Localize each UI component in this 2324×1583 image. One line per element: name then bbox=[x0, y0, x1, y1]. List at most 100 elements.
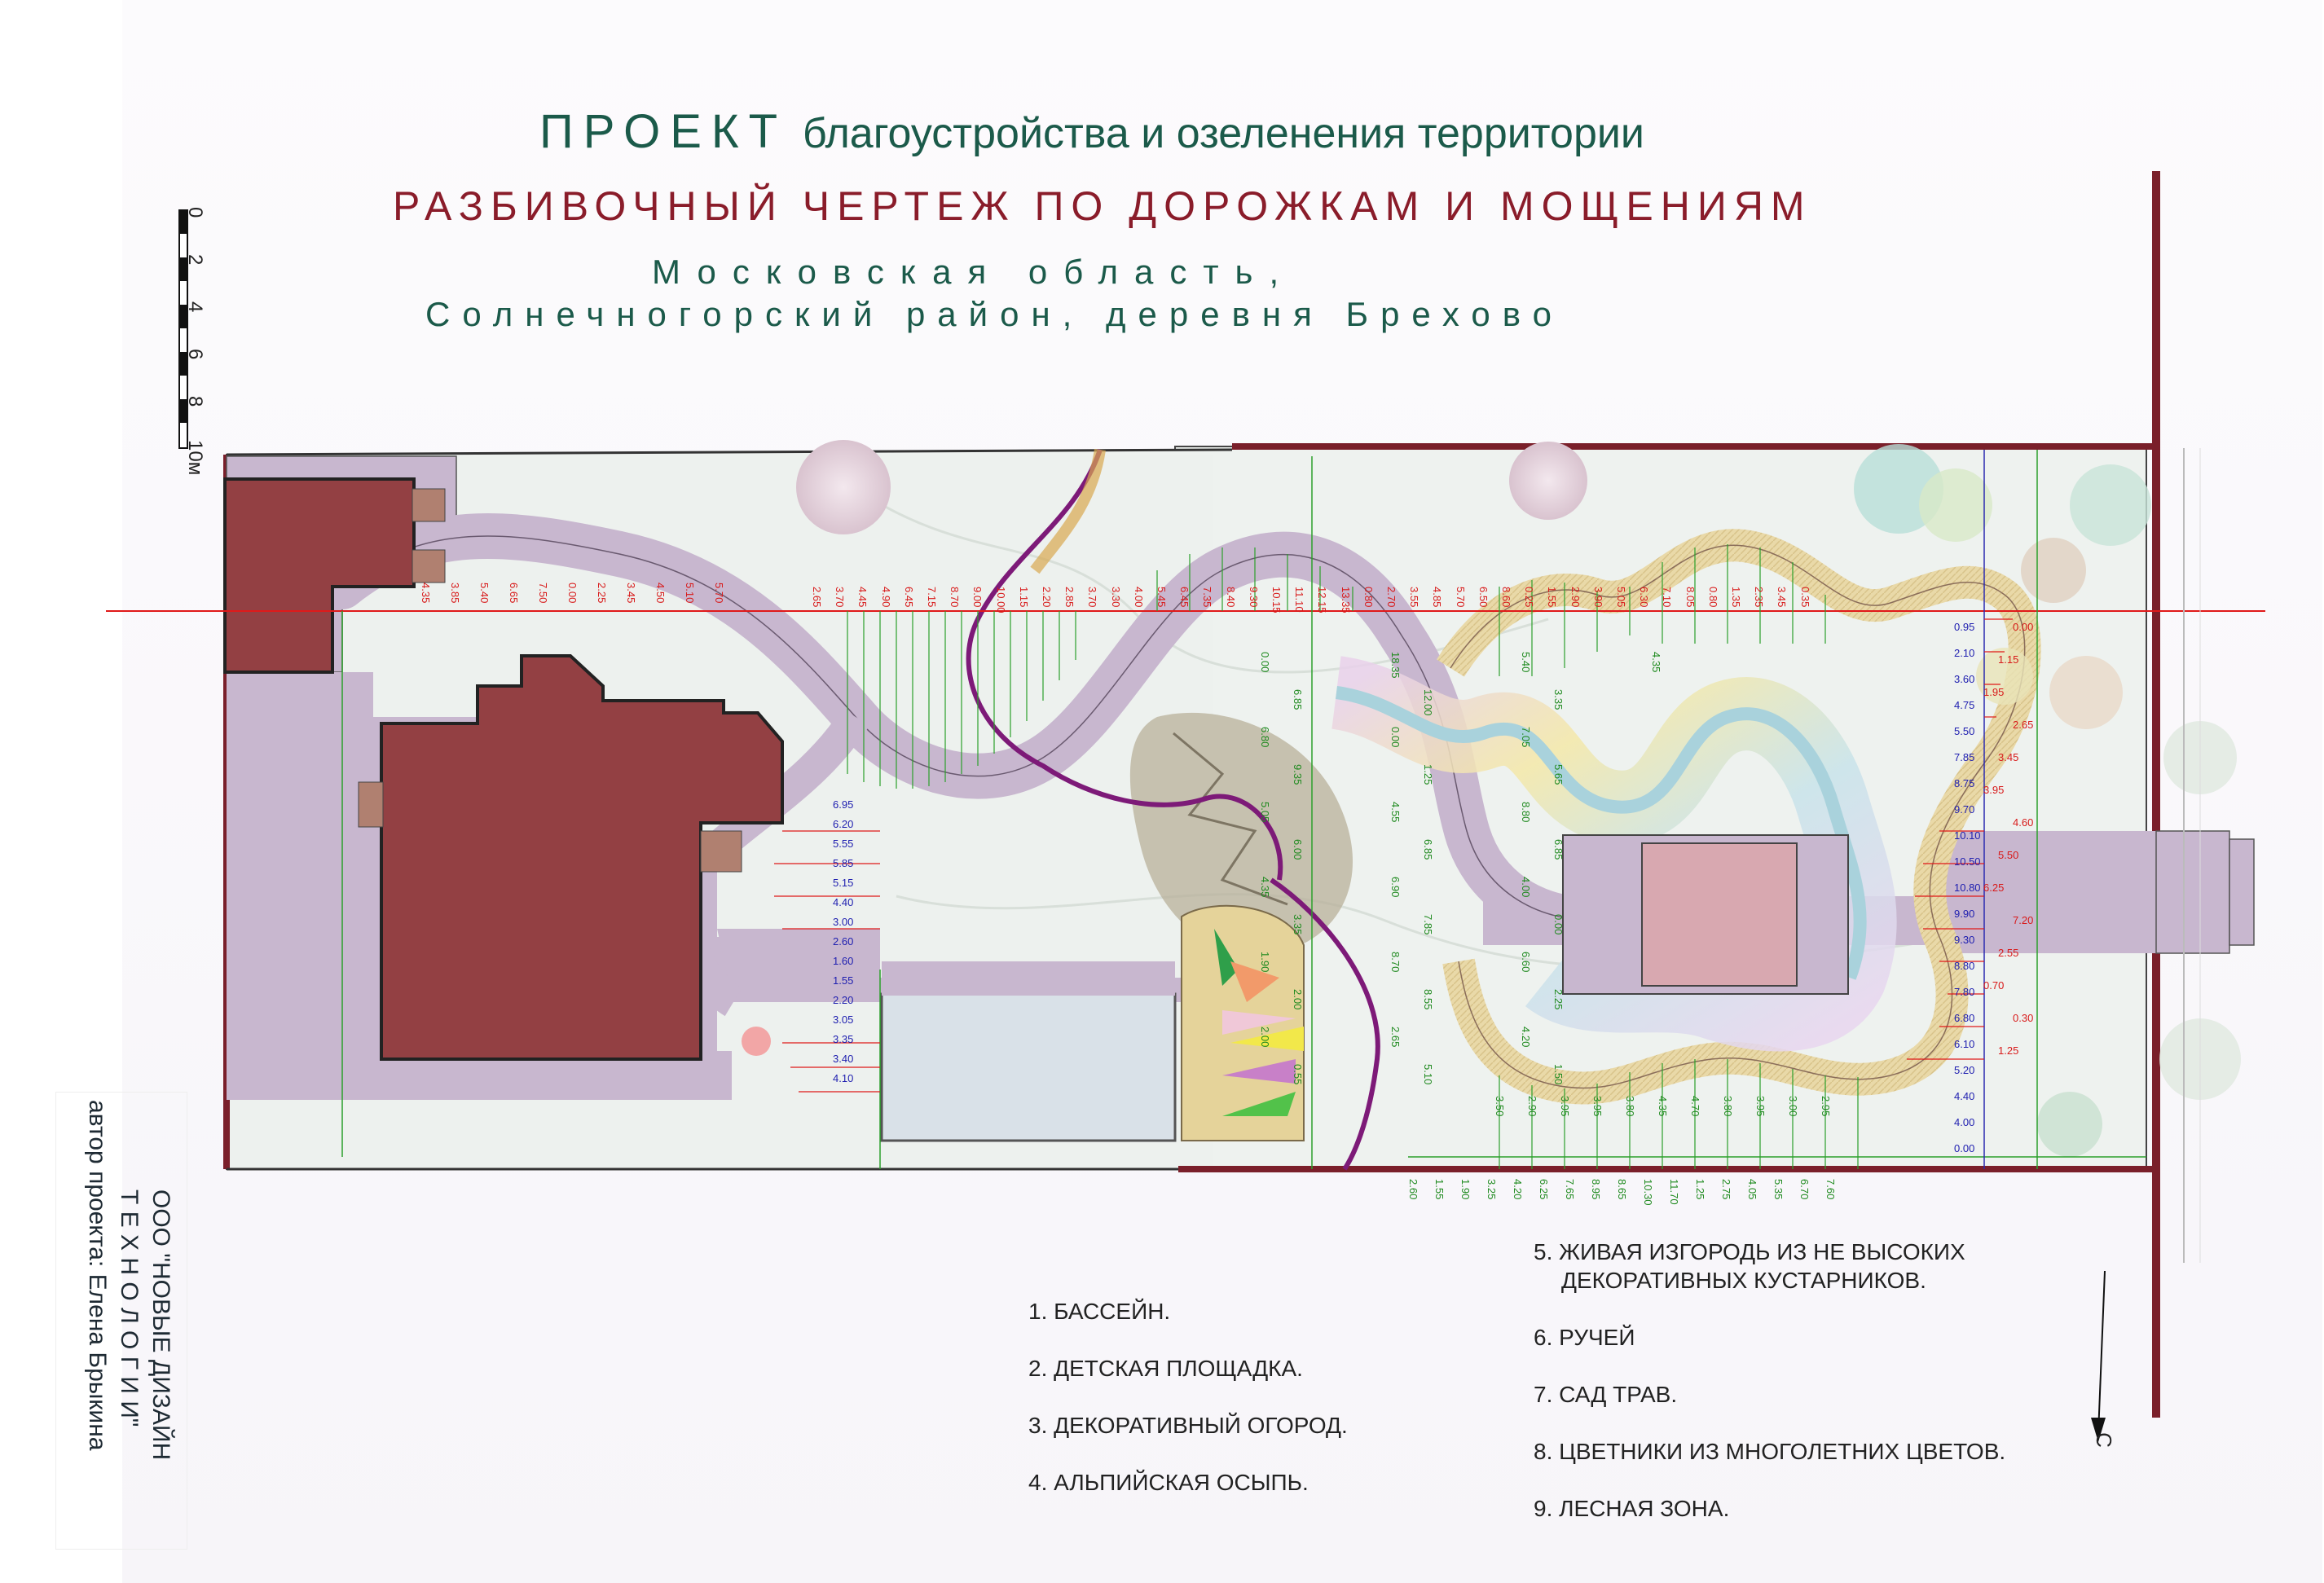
legend-item-3: 3. ДЕКОРАТИВНЫЙ ОГОРОД. bbox=[1028, 1413, 1348, 1438]
dimension-value: 8.75 bbox=[1954, 777, 1975, 789]
title-subject: благоустройства и озеленения территории bbox=[803, 110, 1644, 157]
house-small bbox=[223, 477, 416, 674]
dimension-value: 5.05 bbox=[1615, 587, 1627, 608]
legend-item-7: 7. САД ТРАВ. bbox=[1534, 1382, 1678, 1407]
dimension-value: 18.35 bbox=[1389, 652, 1402, 679]
scale-bar bbox=[178, 209, 188, 449]
dimension-value: 0.00 bbox=[1389, 727, 1402, 748]
dimension-value: 4.20 bbox=[1512, 1179, 1524, 1200]
dimension-value: 13.35 bbox=[1339, 587, 1352, 613]
dimension-value: 0.70 bbox=[1983, 979, 2005, 992]
dimension-value: 2.35 bbox=[1753, 587, 1766, 608]
dimension-value: 8.65 bbox=[1616, 1179, 1628, 1200]
dimension-value: 10.50 bbox=[1954, 855, 1981, 868]
dimension-value: 6.00 bbox=[1292, 839, 1304, 860]
dimension-value: 5.70 bbox=[1454, 587, 1467, 608]
dimension-value: 6.85 bbox=[1422, 839, 1434, 860]
dimension-value: 4.20 bbox=[1520, 1027, 1532, 1048]
dimension-value: 2.20 bbox=[1041, 587, 1053, 608]
dimension-value: 2.85 bbox=[1063, 587, 1076, 608]
legend-item-1: 1. БАССЕЙН. bbox=[1028, 1299, 1171, 1324]
dimension-value: 0.00 bbox=[2013, 621, 2034, 633]
dimension-value: 6.65 bbox=[508, 583, 520, 604]
author-frame bbox=[55, 1092, 187, 1550]
dimension-value: 2.65 bbox=[2013, 719, 2034, 731]
dimension-value: 3.95 bbox=[1983, 784, 2005, 796]
dimension-value: 5.65 bbox=[1552, 764, 1565, 785]
title-proekt: ПРОЕКТ bbox=[539, 105, 788, 158]
dimension-value: 1.55 bbox=[1433, 1179, 1446, 1200]
dimension-value: 8.80 bbox=[1954, 960, 1975, 972]
dimension-value: 4.00 bbox=[1132, 587, 1145, 608]
dimension-value: 3.85 bbox=[449, 583, 461, 604]
dimension-value: 4.40 bbox=[1954, 1090, 1975, 1102]
dimension-value: 7.80 bbox=[1954, 986, 1975, 998]
dimension-value: 3.55 bbox=[1408, 587, 1421, 608]
dimension-value: 4.35 bbox=[1259, 877, 1271, 898]
dimension-value: 3.45 bbox=[1998, 751, 2019, 763]
dimension-value: 8.60 bbox=[1500, 587, 1512, 608]
dimension-value: 5.55 bbox=[833, 838, 854, 850]
dimension-value: 8.95 bbox=[1590, 1179, 1602, 1200]
dimension-value: 7.60 bbox=[1824, 1179, 1837, 1200]
dimension-value: 7.10 bbox=[1661, 587, 1674, 608]
dimension-value: 2.55 bbox=[1998, 947, 2019, 959]
dimension-value: 6.20 bbox=[833, 818, 854, 830]
dimension-value: 10.15 bbox=[1270, 587, 1283, 613]
dimension-value: 1.60 bbox=[833, 955, 854, 967]
dimension-value: 6.60 bbox=[1520, 952, 1532, 973]
dimension-value: 5.10 bbox=[684, 583, 696, 604]
dimension-value: 6.45 bbox=[1178, 587, 1191, 608]
dimension-value: 2.75 bbox=[1720, 1179, 1732, 1200]
dimension-value: 5.50 bbox=[1954, 725, 1975, 737]
legend-item-5-cont: ДЕКОРАТИВНЫХ КУСТАРНИКОВ. bbox=[1561, 1268, 1926, 1293]
north-label: С bbox=[2091, 1432, 2116, 1448]
dimension-value: 3.95 bbox=[1754, 1096, 1767, 1117]
dimension-leaders bbox=[847, 544, 1859, 1169]
dimension-value: 0.95 bbox=[1954, 621, 1975, 633]
dimension-value: 4.70 bbox=[1689, 1096, 1701, 1117]
legend-item-9: 9. ЛЕСНАЯ ЗОНА. bbox=[1534, 1496, 1730, 1521]
dimension-value: 0.00 bbox=[1954, 1142, 1975, 1154]
dimension-value: 8.05 bbox=[1684, 587, 1697, 608]
trees bbox=[742, 440, 2241, 1157]
dimension-value: 5.35 bbox=[1772, 1179, 1785, 1200]
dimension-value: 1.50 bbox=[1552, 1064, 1565, 1085]
dimension-value: 2.90 bbox=[1569, 587, 1582, 608]
dimension-value: 6.70 bbox=[1798, 1179, 1811, 1200]
pool bbox=[880, 992, 1177, 1142]
dimension-value: 4.35 bbox=[1650, 652, 1662, 673]
dimension-value: 0.00 bbox=[1552, 914, 1565, 935]
dimension-leaders-red bbox=[774, 618, 2013, 1093]
dimension-value: 0.00 bbox=[1259, 652, 1271, 673]
dimension-value: 3.45 bbox=[625, 583, 637, 604]
dimension-value: 1.15 bbox=[1017, 587, 1030, 608]
dimension-value: 1.25 bbox=[1694, 1179, 1706, 1200]
dimension-value: 3.80 bbox=[1624, 1096, 1636, 1117]
dimension-value: 10.10 bbox=[1954, 829, 1981, 842]
dimension-value: 2.65 bbox=[811, 587, 823, 608]
dimension-value: 10.80 bbox=[1954, 882, 1981, 894]
dimension-value: 2.60 bbox=[833, 935, 854, 948]
dimension-value: 5.40 bbox=[478, 583, 491, 604]
north-arrow bbox=[2091, 1270, 2106, 1442]
dimension-value: 6.85 bbox=[1292, 689, 1304, 710]
dimension-value: 6.25 bbox=[1983, 882, 2005, 894]
dimension-value: 3.70 bbox=[1086, 587, 1099, 608]
dimension-value: 2.60 bbox=[1407, 1179, 1419, 1200]
dimension-value: 3.35 bbox=[833, 1033, 854, 1045]
dimension-value: 1.90 bbox=[1259, 952, 1271, 973]
dimension-value: 4.50 bbox=[654, 583, 667, 604]
dimension-value: 2.00 bbox=[1292, 989, 1304, 1010]
legend-item-2: 2. ДЕТСКАЯ ПЛОЩАДКА. bbox=[1028, 1356, 1303, 1381]
dimension-value: 7.05 bbox=[1520, 727, 1532, 748]
dimension-value: 4.40 bbox=[833, 896, 854, 908]
dimension-value: 5.10 bbox=[1422, 1064, 1434, 1085]
village-label: Солнечногорский район, деревня Брехово bbox=[425, 295, 1564, 333]
dimension-value: 1.90 bbox=[1459, 1179, 1472, 1200]
dimension-value: 3.90 bbox=[1591, 587, 1604, 608]
dimension-value: 1.15 bbox=[1998, 653, 2019, 666]
dimension-value: 6.25 bbox=[1538, 1179, 1550, 1200]
dimension-value: 10.00 bbox=[994, 587, 1007, 613]
dimension-value: 2.95 bbox=[1820, 1096, 1832, 1117]
